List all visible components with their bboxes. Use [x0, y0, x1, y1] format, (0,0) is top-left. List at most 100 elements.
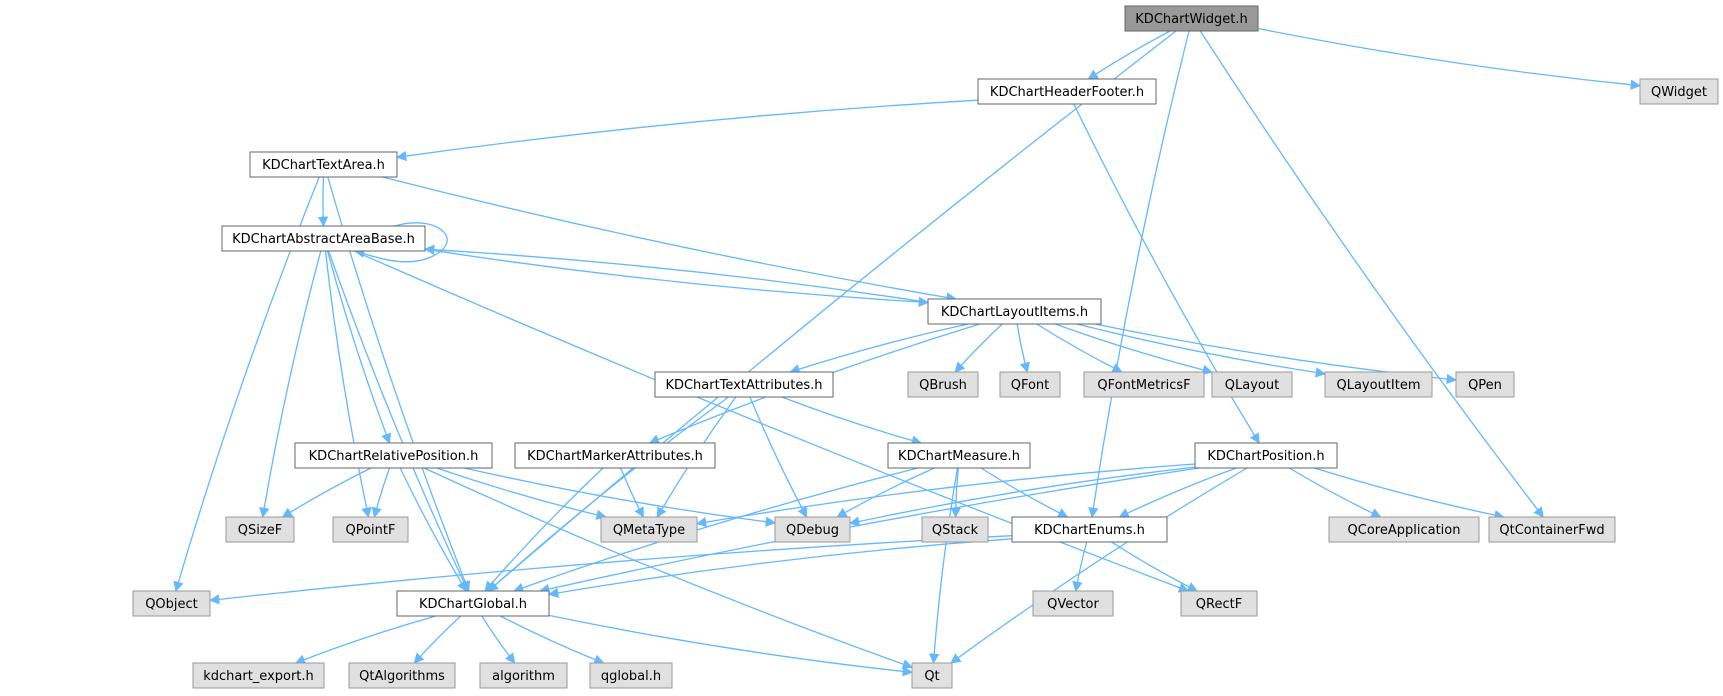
node-qfont[interactable]: QFont [999, 371, 1061, 398]
node-box-qwidget[interactable] [1639, 78, 1719, 105]
node-enums[interactable]: KDChartEnums.h [1011, 516, 1168, 543]
node-label-global: KDChartGlobal.h [419, 597, 527, 612]
edge-measure-to-qdebug [836, 467, 935, 518]
node-box-qglobal[interactable] [589, 662, 673, 689]
node-qtcontainerfwd[interactable]: QtContainerFwd [1488, 516, 1616, 543]
node-box-qmetatype[interactable] [600, 516, 698, 543]
node-box-qt[interactable] [911, 662, 953, 689]
node-box-qfontmetricsf[interactable] [1083, 371, 1205, 398]
node-box-textarea[interactable] [249, 151, 398, 178]
node-qlayout[interactable]: QLayout [1211, 371, 1293, 398]
node-label-qtcontainerfwd: QtContainerFwd [1499, 523, 1604, 538]
node-relpos[interactable]: KDChartRelativePosition.h [294, 442, 493, 469]
node-label-widget: KDChartWidget.h [1135, 12, 1247, 27]
node-box-qpen[interactable] [1455, 371, 1515, 398]
node-box-layoutitems[interactable] [927, 298, 1102, 325]
node-box-position[interactable] [1194, 442, 1338, 469]
node-box-qvector[interactable] [1032, 590, 1114, 617]
node-box-markerattr[interactable] [514, 442, 716, 469]
node-label-qpointf: QPointF [346, 523, 396, 538]
node-qrectf[interactable]: QRectF [1180, 590, 1258, 617]
node-kdexport[interactable]: kdchart_export.h [192, 662, 325, 689]
node-qwidget[interactable]: QWidget [1639, 78, 1719, 105]
node-qmetatype[interactable]: QMetaType [600, 516, 698, 543]
node-qt[interactable]: Qt [911, 662, 953, 689]
node-box-qcoreapp[interactable] [1328, 516, 1480, 543]
node-box-enums[interactable] [1011, 516, 1168, 543]
node-box-headerfooter[interactable] [977, 78, 1157, 105]
node-textarea[interactable]: KDChartTextArea.h [249, 151, 398, 178]
node-abstractarea[interactable]: KDChartAbstractAreaBase.h [221, 225, 426, 252]
edge-abstractarea-to-qpointf [324, 250, 372, 519]
node-textattr[interactable]: KDChartTextAttributes.h [654, 371, 834, 398]
edge-abstractarea-to-layoutitems [424, 248, 930, 308]
edge-markerattr-to-global [484, 467, 604, 592]
node-label-qt: Qt [924, 669, 939, 684]
node-qvector[interactable]: QVector [1032, 590, 1114, 617]
node-box-textattr[interactable] [654, 371, 834, 398]
node-markerattr[interactable]: KDChartMarkerAttributes.h [514, 442, 716, 469]
node-layoutitems[interactable]: KDChartLayoutItems.h [927, 298, 1102, 325]
edge-headerfooter-to-textarea [395, 99, 979, 162]
edge-layoutitems-to-qlayoutitem [1076, 323, 1327, 378]
edges-layer [173, 27, 1642, 677]
edge-abstractarea-to-relpos [326, 250, 392, 444]
edge-layoutitems-to-qfont [1016, 323, 1030, 374]
node-box-algorithm[interactable] [479, 662, 568, 689]
node-box-qobject[interactable] [132, 590, 211, 617]
node-label-kdexport: kdchart_export.h [203, 669, 314, 684]
node-box-qlayoutitem[interactable] [1324, 371, 1433, 398]
node-qcoreapp[interactable]: QCoreApplication [1328, 516, 1480, 543]
edge-widget-to-headerfooter [1087, 30, 1171, 80]
node-widget[interactable]: KDChartWidget.h [1124, 5, 1259, 32]
node-label-qfont: QFont [1011, 378, 1050, 393]
node-label-abstractarea: KDChartAbstractAreaBase.h [232, 232, 415, 247]
node-label-qlayout: QLayout [1225, 378, 1279, 393]
node-box-kdexport[interactable] [192, 662, 325, 689]
node-box-qfont[interactable] [999, 371, 1061, 398]
edge-enums-to-global [547, 538, 1013, 598]
edge-widget-to-qwidget [1257, 27, 1642, 90]
node-qtalgorithms[interactable]: QtAlgorithms [348, 662, 456, 689]
edge-layoutitems-to-qfontmetricsf [1036, 323, 1123, 373]
node-qlayoutitem[interactable]: QLayoutItem [1324, 371, 1433, 398]
node-box-measure[interactable] [887, 442, 1031, 469]
node-qstack[interactable]: QStack [921, 516, 989, 543]
node-algorithm[interactable]: algorithm [479, 662, 568, 689]
edge-relpos-to-qpointf [371, 467, 391, 519]
node-label-measure: KDChartMeasure.h [898, 449, 1020, 464]
node-qglobal[interactable]: qglobal.h [589, 662, 673, 689]
node-qsizef[interactable]: QSizeF [225, 516, 295, 543]
node-box-qbrush[interactable] [907, 371, 979, 398]
node-box-qstack[interactable] [921, 516, 989, 543]
node-box-qtcontainerfwd[interactable] [1488, 516, 1616, 543]
edge-layoutitems-to-qbrush [954, 323, 1003, 373]
node-qdebug[interactable]: QDebug [774, 516, 851, 543]
node-qpen[interactable]: QPen [1455, 371, 1515, 398]
node-label-qrectf: QRectF [1196, 597, 1242, 612]
node-qobject[interactable]: QObject [132, 590, 211, 617]
node-qpointf[interactable]: QPointF [332, 516, 409, 543]
node-headerfooter[interactable]: KDChartHeaderFooter.h [977, 78, 1157, 105]
node-box-abstractarea[interactable] [221, 225, 426, 252]
node-box-qsizef[interactable] [225, 516, 295, 543]
node-box-qdebug[interactable] [774, 516, 851, 543]
node-qbrush[interactable]: QBrush [907, 371, 979, 398]
node-box-qrectf[interactable] [1180, 590, 1258, 617]
node-qfontmetricsf[interactable]: QFontMetricsF [1083, 371, 1205, 398]
node-measure[interactable]: KDChartMeasure.h [887, 442, 1031, 469]
node-global[interactable]: KDChartGlobal.h [396, 590, 550, 617]
node-box-qlayout[interactable] [1211, 371, 1293, 398]
node-label-qglobal: qglobal.h [601, 669, 661, 684]
node-box-widget[interactable] [1124, 5, 1259, 32]
node-box-relpos[interactable] [294, 442, 493, 469]
node-position[interactable]: KDChartPosition.h [1194, 442, 1338, 469]
edge-relpos-to-qt [423, 467, 913, 670]
node-box-global[interactable] [396, 590, 550, 617]
node-box-qpointf[interactable] [332, 516, 409, 543]
edge-global-to-qtalgorithms [413, 615, 462, 664]
edge-measure-to-global [513, 467, 919, 593]
edge-relpos-to-qsizef [281, 467, 372, 518]
node-box-qtalgorithms[interactable] [348, 662, 456, 689]
